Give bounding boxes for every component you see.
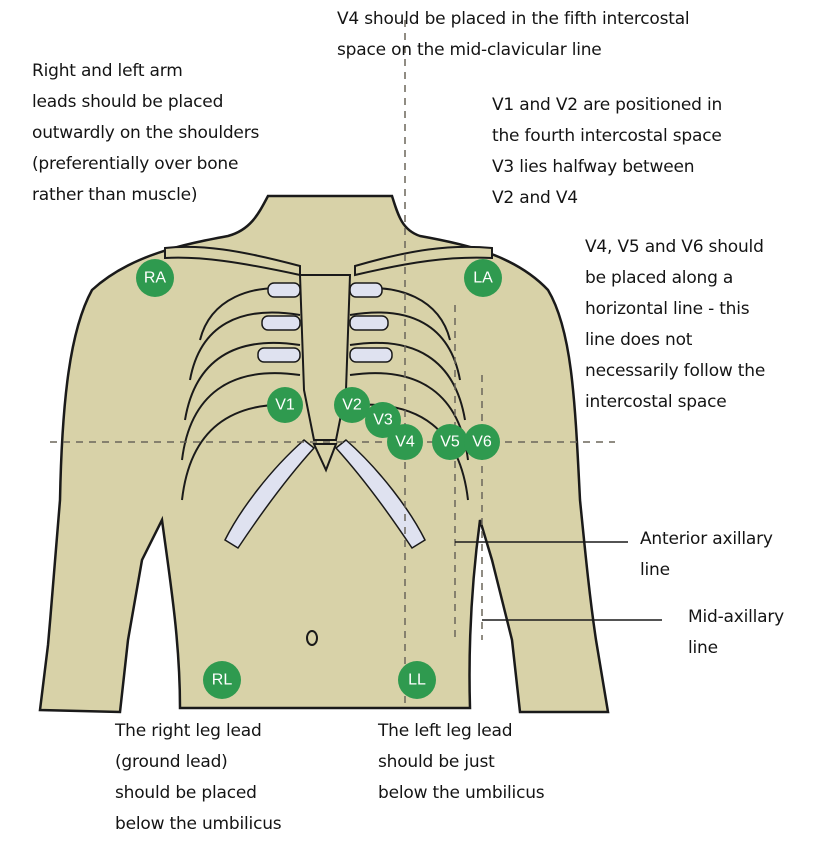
svg-text:RL: RL — [212, 672, 233, 689]
lead-rl: RL — [203, 661, 241, 699]
lead-v6: V6 — [464, 424, 500, 460]
svg-text:V2: V2 — [342, 397, 362, 414]
lead-v2: V2 — [334, 387, 370, 423]
svg-text:LA: LA — [473, 270, 493, 287]
svg-text:V1: V1 — [275, 397, 295, 414]
svg-text:V5: V5 — [440, 434, 460, 451]
svg-text:V3: V3 — [373, 412, 393, 429]
svg-text:LL: LL — [408, 672, 426, 689]
right-leg-note: The right leg lead(ground lead)should be… — [115, 716, 281, 840]
v4-placement-note: V4 should be placed in the fifth interco… — [337, 4, 689, 66]
lead-ra: RA — [136, 259, 174, 297]
svg-text:V4: V4 — [395, 434, 415, 451]
lead-ll: LL — [398, 661, 436, 699]
lead-v5: V5 — [432, 424, 468, 460]
svg-text:V6: V6 — [472, 434, 492, 451]
lead-v1: V1 — [267, 387, 303, 423]
svg-text:RA: RA — [144, 270, 167, 287]
lead-v4: V4 — [387, 424, 423, 460]
lead-la: LA — [464, 259, 502, 297]
